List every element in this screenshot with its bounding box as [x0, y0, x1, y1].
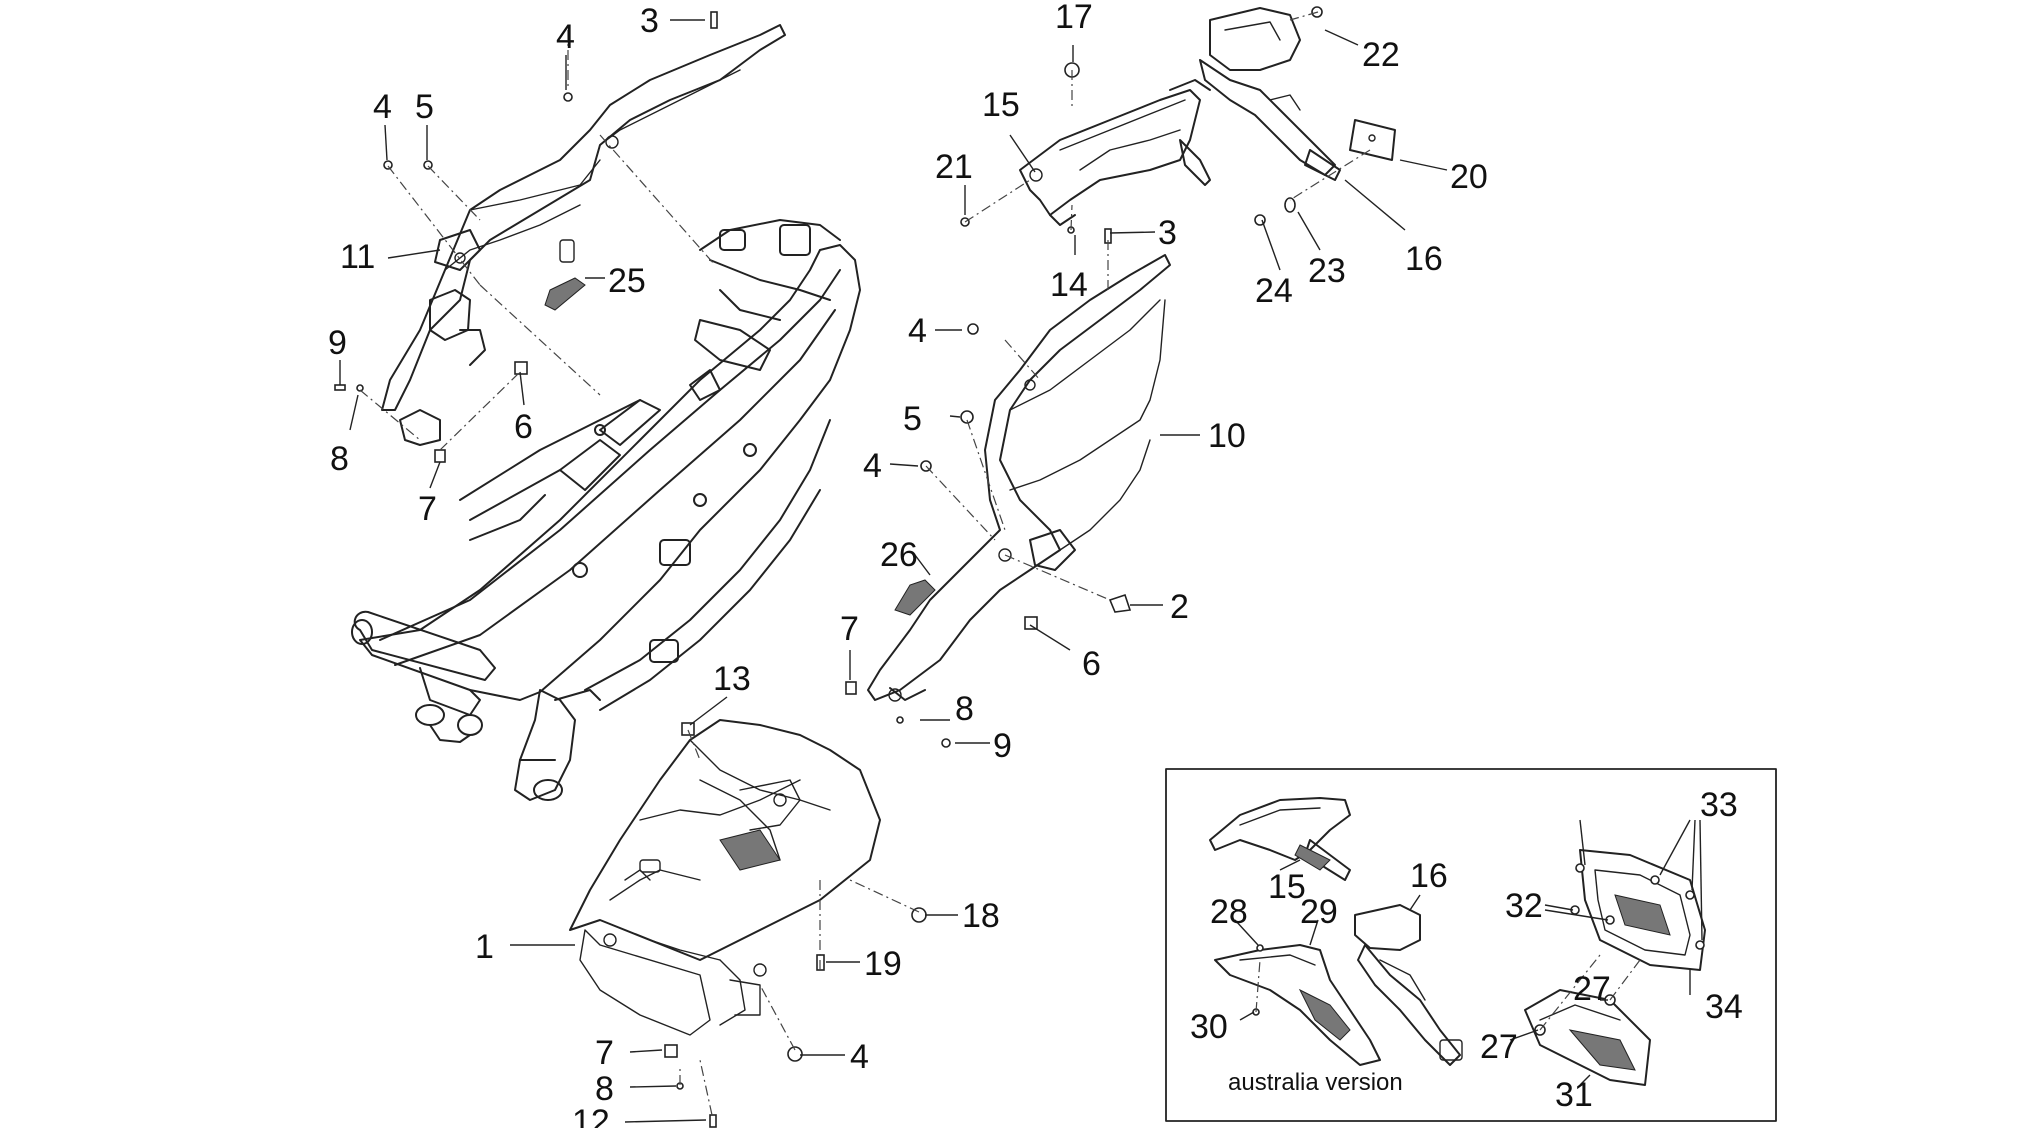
callout-4-left: 4	[373, 88, 392, 126]
callout-32: 32	[1505, 887, 1543, 925]
callout-33: 33	[1700, 786, 1738, 824]
small-fasteners-left	[334, 11, 718, 463]
callout-3-top: 3	[640, 2, 659, 40]
callout-7-right: 7	[840, 610, 859, 648]
callout-22: 22	[1362, 36, 1400, 74]
tail-light-support	[1019, 79, 1211, 226]
australia-version-inset	[1165, 768, 1777, 1122]
callout-3-right: 3	[1158, 214, 1177, 252]
callout-9-left: 9	[328, 324, 347, 362]
reflector	[1349, 119, 1396, 161]
callout-9-right: 9	[993, 727, 1012, 765]
callout-8-right: 8	[955, 690, 974, 728]
leader-lines	[339, 19, 1448, 1123]
inset-tail-support	[1209, 797, 1351, 881]
callout-24: 24	[1255, 272, 1293, 310]
callout-4-right-a: 4	[908, 312, 927, 350]
right-side-fasteners	[845, 323, 1132, 748]
callout-7-left: 7	[418, 490, 437, 528]
callout-4-right-b: 4	[863, 447, 882, 485]
callout-7-bottom: 7	[595, 1034, 614, 1072]
callout-23: 23	[1308, 252, 1346, 290]
callout-20: 20	[1450, 158, 1488, 196]
callout-10: 10	[1208, 417, 1246, 455]
callout-30: 30	[1190, 1008, 1228, 1046]
inset-cover	[1524, 989, 1651, 1086]
callout-5-right: 5	[903, 400, 922, 438]
right-side-fairing	[867, 254, 1171, 702]
callout-2: 2	[1170, 588, 1189, 626]
left-side-fairing	[381, 24, 786, 446]
callout-29: 29	[1300, 893, 1338, 931]
callout-8-left: 8	[330, 440, 349, 478]
seat-insert-25	[544, 277, 586, 311]
callout-11: 11	[340, 238, 375, 276]
callout-18: 18	[962, 897, 1000, 935]
callout-6-right: 6	[1082, 645, 1101, 683]
license-plate-holder	[1199, 7, 1341, 181]
callout-34: 34	[1705, 988, 1743, 1026]
callout-27-lower: 27	[1480, 1028, 1518, 1066]
inset-plate-frame	[1579, 849, 1706, 971]
assembly-lines	[359, 11, 1371, 1116]
callout-4-bottom: 4	[850, 1038, 869, 1076]
callout-17: 17	[1055, 0, 1093, 36]
rear-subframe	[351, 219, 861, 801]
inset-license-holder	[1354, 904, 1463, 1066]
seat-insert-26	[894, 579, 936, 616]
callout-5-left: 5	[415, 88, 434, 126]
inset-bracket	[1214, 944, 1381, 1066]
callout-15-inset: 15	[1268, 868, 1306, 906]
tail-fasteners	[960, 6, 1323, 244]
undertray-fasteners	[664, 722, 927, 1128]
callout-27-upper: 27	[1573, 970, 1611, 1008]
callout-1: 1	[475, 928, 494, 966]
callout-13: 13	[713, 660, 751, 698]
inset-caption: australia version	[1228, 1069, 1403, 1096]
callout-19: 19	[864, 945, 902, 983]
callout-16-inset: 16	[1410, 857, 1448, 895]
callout-8-bottom: 8	[595, 1070, 614, 1108]
callout-28: 28	[1210, 893, 1248, 931]
callout-labels: 3 4 4 5 11 25 9 6 8 7 17 22 15 21 20 3 1…	[328, 0, 1743, 1128]
callout-14: 14	[1050, 266, 1088, 304]
callout-25: 25	[608, 262, 646, 300]
callout-16-main: 16	[1405, 240, 1443, 278]
callout-15-main: 15	[982, 86, 1020, 124]
callout-21: 21	[935, 148, 973, 186]
rear-undertray	[569, 719, 881, 1036]
callout-26: 26	[880, 536, 918, 574]
callout-31: 31	[1555, 1076, 1593, 1114]
callout-12: 12	[572, 1103, 610, 1128]
callout-6-left: 6	[514, 408, 533, 446]
callout-4-top: 4	[556, 18, 575, 56]
